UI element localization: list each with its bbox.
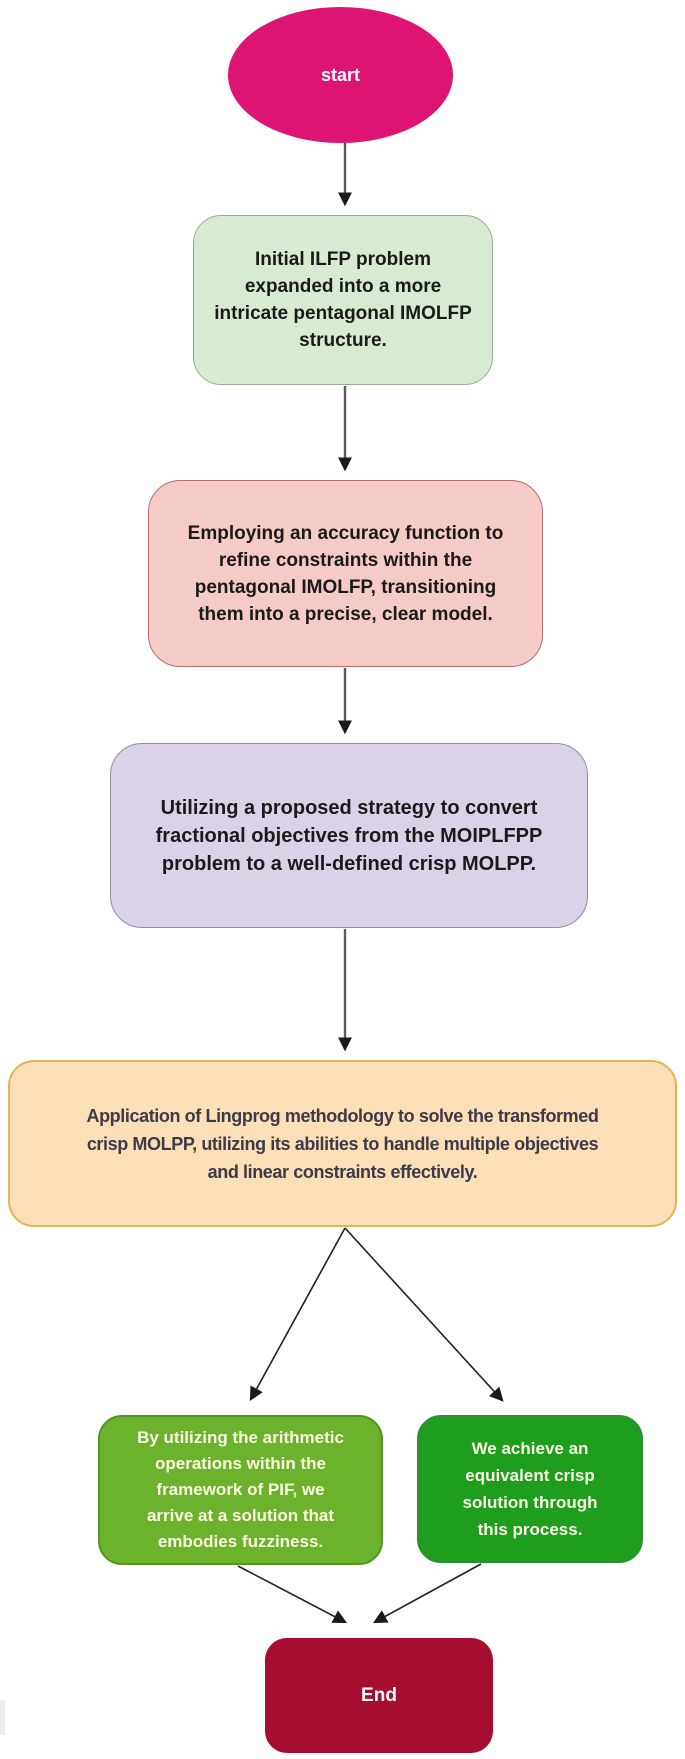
start-label: start [320, 64, 360, 85]
process-node-lingprog-application: Application of Lingprog methodology to s… [8, 1060, 677, 1227]
node-label-line: crisp MOLPP, utilizing its abilities to … [86, 1133, 599, 1154]
end-terminator-node: End [265, 1638, 493, 1753]
arrow-step4-to-result-right [344, 1227, 504, 1402]
node-label-line: By utilizing the arithmetic [137, 1428, 344, 1447]
arrow-result-right-to-end [372, 1563, 482, 1624]
result-node-crisp-solution: We achieve an equivalent crisp solution … [417, 1415, 643, 1563]
result-node-fuzzy-solution: By utilizing the arithmetic operations w… [98, 1415, 383, 1565]
node-label-line: Utilizing a proposed strategy to convert [160, 796, 538, 819]
node-label-line: refine constraints within the [218, 549, 473, 571]
process-node-ilfp-expansion: Initial ILFP problem expanded into a mor… [193, 215, 493, 385]
arrow-result-left-to-end [237, 1565, 348, 1624]
process-node-convert-strategy: Utilizing a proposed strategy to convert… [110, 743, 588, 928]
process-node-accuracy-function: Employing an accuracy function to refine… [148, 480, 543, 667]
node-label-line: structure. [299, 330, 387, 351]
node-label-line: and linear constraints effectively. [207, 1161, 478, 1182]
node-label-line: equivalent crisp [465, 1466, 595, 1485]
node-label-line: this process. [477, 1520, 583, 1539]
node-label-line: expanded into a more [244, 276, 442, 297]
node-label-line: framework of PIF, we [156, 1480, 325, 1499]
node-label-line: embodies fuzziness. [157, 1532, 324, 1551]
arrow-step4-to-result-left [249, 1227, 346, 1402]
node-label-line: solution through [462, 1493, 598, 1512]
node-label-line: We achieve an [471, 1439, 589, 1458]
node-label-line: problem to a well-defined crisp MOLPP. [161, 852, 537, 875]
node-label-line: pentagonal IMOLFP, transitioning [194, 576, 497, 598]
node-label-line: Application of Lingprog methodology to s… [86, 1105, 599, 1126]
node-label-line: intricate pentagonal IMOLFP [214, 303, 472, 324]
node-label-line: Initial ILFP problem [255, 249, 431, 270]
scan-edge-artifact [0, 1700, 5, 1735]
node-label-line: fractional objectives from the MOIPLFPP [155, 824, 543, 847]
end-label: End [361, 1684, 397, 1706]
node-label-line: operations within the [155, 1454, 326, 1473]
node-label-line: Employing an accuracy function to [187, 522, 504, 544]
start-terminator-node: start [228, 7, 453, 143]
node-label-line: arrive at a solution that [146, 1506, 335, 1525]
node-label-line: them into a precise, clear model. [198, 603, 493, 625]
